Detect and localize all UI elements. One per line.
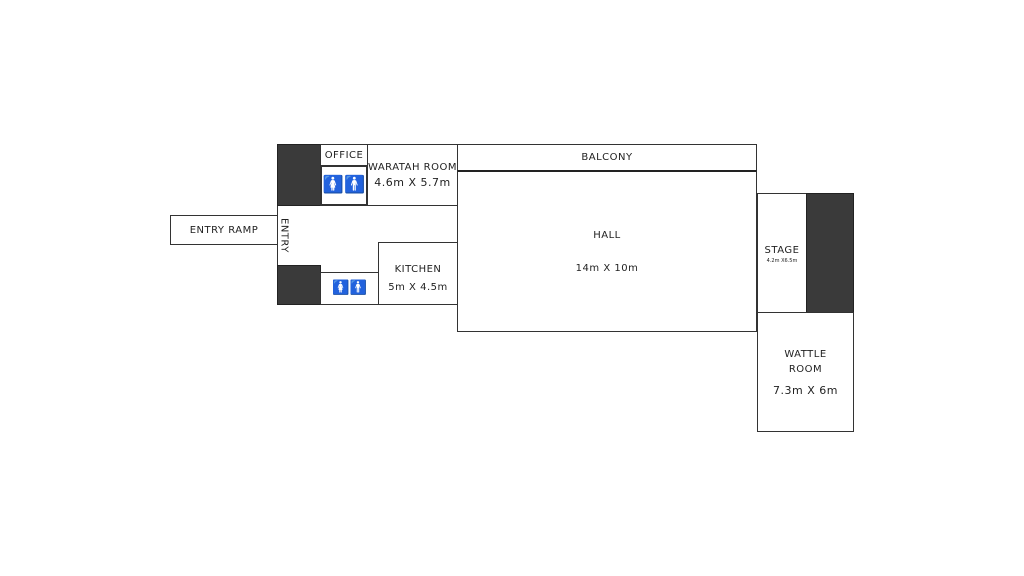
backstage xyxy=(806,193,854,313)
balcony: BALCONY xyxy=(457,144,757,171)
toilets-top: 🚺🚹 xyxy=(320,165,368,206)
toilet-icon: 🚺🚹 xyxy=(322,175,366,195)
toilets-bottom: 🚺🚹 xyxy=(320,272,379,305)
stairwell-bottom xyxy=(277,265,321,305)
stairwell-top xyxy=(277,144,321,206)
toilet-icon: 🚺🚹 xyxy=(332,280,367,296)
entry-label-box: ENTRY xyxy=(278,217,290,253)
office: OFFICE xyxy=(320,144,368,166)
entry-ramp: ENTRY RAMP xyxy=(170,215,278,245)
